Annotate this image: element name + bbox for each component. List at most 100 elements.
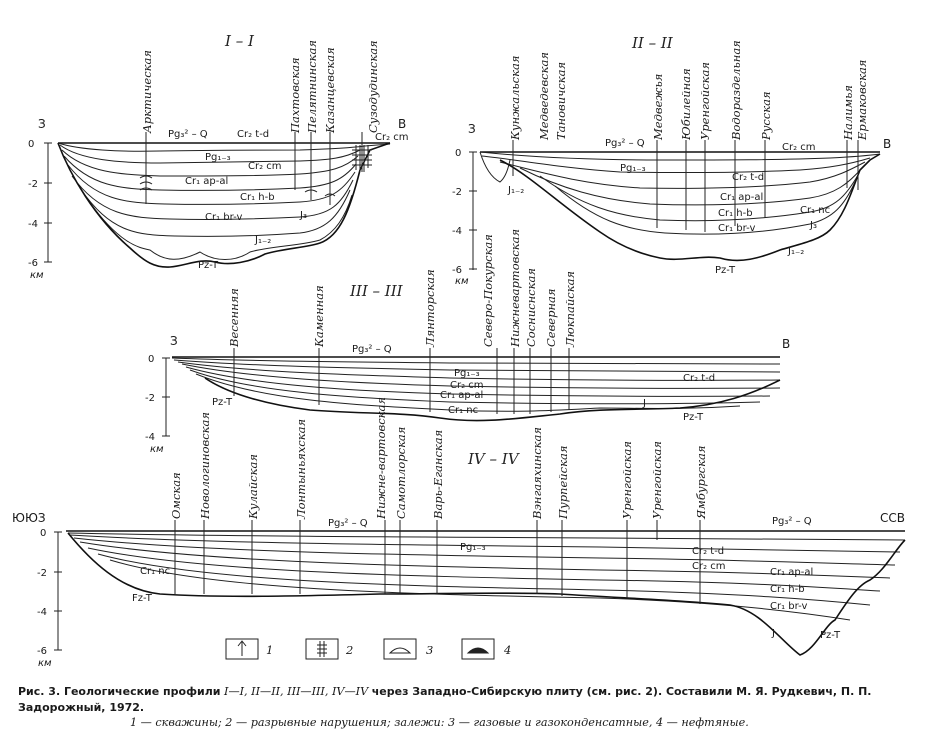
profile-2-title: II – II	[631, 34, 674, 52]
profile-3-title: III – III	[349, 282, 404, 300]
layer-label: Pz-T	[212, 397, 233, 408]
fault-icon	[317, 641, 327, 657]
layer-label: Cr₁ ap-al	[720, 192, 763, 203]
profile-1: I – I З В 0 -2 -4 -6 км	[28, 32, 409, 281]
layer-label: J	[771, 628, 775, 639]
layer-label: Pg₃² – Q	[328, 518, 368, 529]
well-label: Каменная	[312, 285, 326, 348]
caption-rest: через Западно-Сибирскую плиту (см. рис. …	[18, 685, 872, 714]
depth-tick: -2	[37, 568, 47, 579]
profile-4-dir-left: ЮЮЗ	[12, 511, 46, 525]
well-label: Уренгойская	[620, 441, 634, 519]
well-label: Омская	[169, 472, 183, 519]
layer-label: Pz-T	[715, 265, 736, 276]
well-label: Северная	[544, 288, 558, 347]
deposit-markers	[139, 175, 336, 197]
layer-label: Cr₂ cm	[375, 132, 409, 143]
layer-label: Cr₁ h-b	[770, 584, 805, 595]
layer-label: Cr₁ h-b	[240, 192, 275, 203]
well-label: Русская	[759, 91, 773, 141]
layer-label: Cr₂ t-d	[237, 129, 269, 140]
gas-deposit-icon	[388, 647, 412, 654]
profile-3-strata	[171, 356, 781, 422]
well-label: Весенняя	[227, 288, 241, 348]
profile-2-dir-right: В	[883, 137, 891, 151]
depth-tick: -2	[28, 179, 38, 190]
profile-1-depth-axis: 0 -2 -4 -6 км	[28, 139, 52, 281]
layer-label: Pg₃² – Q	[168, 129, 208, 140]
legend-num: 1	[266, 643, 273, 657]
layer-label: Cr₂ t-d	[732, 172, 764, 183]
well-label: Люкпайская	[563, 271, 577, 348]
legend-num: 4	[503, 643, 511, 657]
legend-item-gas: 3	[383, 638, 433, 660]
layer-label: Pg₁₋₃	[205, 152, 231, 163]
well-label: Сосниснская	[524, 268, 538, 347]
profile-2: II – II З В 0 -2 -4 -6 км	[452, 34, 891, 287]
well-label: Водораздельная	[729, 40, 743, 141]
well-label: Юбилейная	[679, 68, 693, 141]
caption-profiles: I—I, II—II, III—III, IV—IV	[224, 685, 369, 698]
depth-tick: -4	[145, 432, 155, 443]
well-label: Самотлорская	[394, 427, 408, 519]
layer-label: Pg₃² – Q	[352, 344, 392, 355]
well-label: Казанцевская	[323, 47, 337, 134]
depth-unit: км	[455, 276, 469, 287]
well-label: Ямбургская	[694, 446, 708, 520]
layer-label: Pg₁₋₃	[620, 163, 646, 174]
layer-label: Cr₂ cm	[782, 142, 816, 153]
layer-label: Pg₃² – Q	[605, 138, 645, 149]
layer-label: Cr₁ br-v	[718, 223, 755, 234]
well-label: Нижне-вартовская	[374, 397, 388, 520]
layer-label: Pg₁₋₃	[454, 368, 480, 379]
well-label: Кулайская	[246, 454, 260, 520]
depth-tick: 0	[148, 354, 154, 365]
layer-label: J₃	[299, 210, 307, 221]
layer-label: J₁₋₂	[507, 185, 524, 196]
layer-label: Cr₁ nc	[800, 205, 830, 216]
well-label: Нижневартовская	[508, 229, 522, 348]
depth-tick: 0	[28, 139, 34, 150]
legend-num: 3	[426, 643, 433, 657]
depth-tick: -2	[452, 187, 462, 198]
depth-tick: -4	[28, 219, 38, 230]
layer-label: Cr₂ cm	[692, 561, 726, 572]
depth-unit: км	[150, 444, 164, 455]
depth-tick: 0	[455, 148, 461, 159]
profile-2-wells: Кунжальская Медведевская Тановичская Мед…	[508, 40, 869, 232]
layer-label: Pz-T	[198, 260, 219, 271]
layer-label: Cr₂ t-d	[692, 546, 724, 557]
depth-tick: -6	[28, 258, 38, 269]
well-label: Лянторская	[423, 269, 437, 348]
well-label: Ермаковская	[855, 60, 869, 141]
profile-1-strata	[57, 142, 391, 268]
layer-label: Pz-T	[683, 412, 704, 423]
well-label: Пахтовская	[288, 57, 302, 134]
profile-4-layer-labels: Pg₃² – Q Pg₁₋₃ Cr₂ t-d Cr₂ cm Cr₁ ap-al …	[132, 516, 841, 641]
depth-unit: км	[30, 270, 44, 281]
legend-num: 2	[345, 643, 353, 657]
profile-3-layer-labels: Pg₃² – Q Pg₁₋₃ Cr₂ cm Cr₁ ap-al Cr₁ nc C…	[212, 344, 715, 423]
layer-label: Cr₁ ap-al	[770, 567, 813, 578]
layer-label: Cr₁ br-v	[205, 212, 242, 223]
layer-label: Pg₁₋₃	[460, 542, 486, 553]
depth-tick: -6	[452, 265, 462, 276]
profile-1-dir-left: З	[38, 117, 46, 131]
well-label: Кунжальская	[508, 56, 522, 141]
depth-tick: -4	[452, 226, 462, 237]
profile-3-dir-left: З	[170, 334, 178, 348]
layer-label: Pg₃² – Q	[772, 516, 812, 527]
legend-item-wells: 1	[225, 638, 273, 660]
well-icon	[237, 640, 247, 647]
profile-2-depth-axis: 0 -2 -4 -6 км	[452, 148, 477, 287]
profile-1-layer-labels: Pg₃² – Q Cr₂ t-d Cr₂ cm Pg₁₋₃ Cr₂ cm Cr₁…	[168, 129, 409, 271]
well-label: Тановичская	[554, 62, 568, 140]
layer-label: Cr₁ nc	[448, 405, 478, 416]
figure-caption: Рис. 3. Геологические профили I—I, II—II…	[18, 684, 923, 716]
layer-label: Cr₂ t-d	[683, 373, 715, 384]
profile-2-layer-labels: Pg₃² – Q Cr₂ cm Pg₁₋₃ Cr₂ t-d Cr₁ ap-al …	[507, 138, 830, 276]
caption-prefix: Рис. 3. Геологические профили	[18, 685, 221, 698]
profile-4-dir-right: ССВ	[880, 511, 905, 525]
legend-item-oil: 4	[461, 638, 511, 660]
